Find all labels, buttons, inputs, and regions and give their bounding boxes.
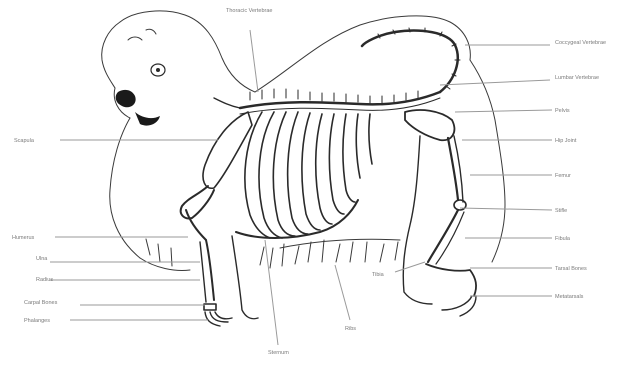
label-radius: Radius <box>36 277 53 283</box>
label-hip-joint: Hip Joint <box>555 138 577 144</box>
label-phalanges: Phalanges <box>24 318 50 324</box>
label-sternum: Sternum <box>268 350 289 356</box>
label-tibia: Tibia <box>372 272 385 278</box>
label-ribs: Ribs <box>345 326 356 332</box>
label-lumbar-vertebrae: Lumbar Vertebrae <box>555 75 599 81</box>
label-tarsal-bones: Tarsal Bones <box>555 266 587 272</box>
label-metatarsals: Metatarsals <box>555 294 584 300</box>
label-coccygeal-vertebrae: Coccygeal Vertebrae <box>555 40 606 46</box>
label-humerus: Humerus <box>12 235 35 241</box>
label-ulna: Ulna <box>36 256 48 262</box>
label-carpal-bones: Carpal Bones <box>24 300 58 306</box>
label-scapula: Scapula <box>14 138 35 144</box>
label-fibula: Fibula <box>555 236 571 242</box>
label-stifle: Stifle <box>555 208 567 214</box>
labels: Thoracic Vertebrae Coccygeal Vertebrae L… <box>12 8 606 356</box>
label-pelvis: Pelvis <box>555 108 570 114</box>
skeleton <box>181 28 476 326</box>
label-thoracic-vertebrae: Thoracic Vertebrae <box>226 8 272 14</box>
label-femur: Femur <box>555 173 571 179</box>
leader-lines <box>50 30 552 345</box>
